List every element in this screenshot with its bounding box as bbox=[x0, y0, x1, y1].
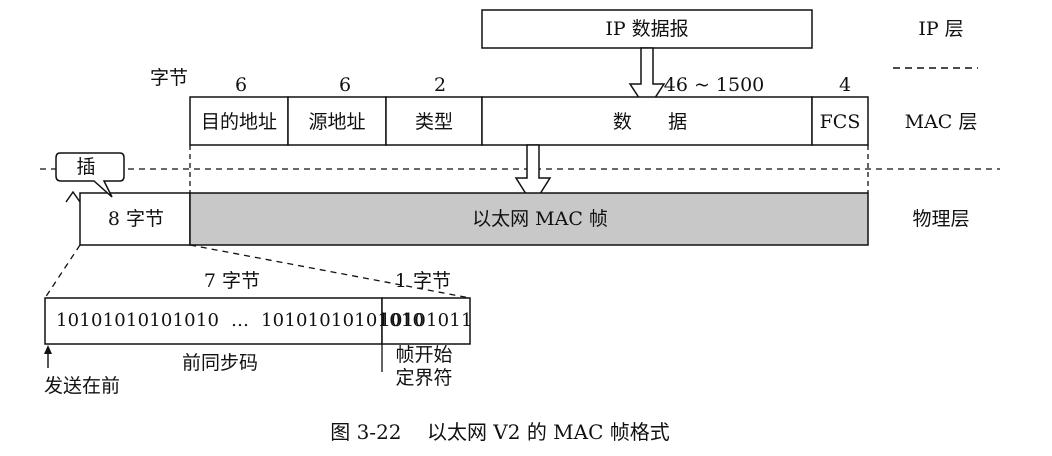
field-src-address bbox=[287, 96, 387, 146]
send-first-arrow-icon bbox=[44, 345, 52, 354]
mac-layer-label: MAC 层 bbox=[904, 111, 978, 133]
byte-unit-label: 字节 bbox=[149, 67, 189, 89]
sfd-caption: 帧开始 定界符 bbox=[395, 344, 452, 390]
field-type-name: 类型 bbox=[414, 111, 454, 133]
insert-callout-bubble bbox=[55, 152, 125, 198]
sfd-caption-line2: 定界符 bbox=[395, 367, 453, 389]
ethernet-frame-box bbox=[189, 192, 869, 246]
physical-layer-label: 物理层 bbox=[912, 208, 970, 230]
field-fcs-bytes: 4 bbox=[838, 74, 852, 96]
insert-caret-icon bbox=[65, 190, 81, 203]
sync-bytes-label: 7 字节 bbox=[203, 270, 261, 292]
insert-callout-label: 插 bbox=[76, 156, 96, 178]
sfd-caption-line1: 帧开始 bbox=[395, 344, 453, 366]
preamble-box bbox=[79, 192, 191, 246]
ip-datagram-box bbox=[481, 9, 813, 49]
sfd-bits-box bbox=[381, 297, 471, 345]
ethernet-frame-label: 以太网 MAC 帧 bbox=[472, 208, 608, 230]
sync-bits-box bbox=[44, 297, 383, 345]
field-fcs bbox=[811, 96, 869, 146]
field-type bbox=[385, 96, 483, 146]
ip-layer-label: IP 层 bbox=[918, 18, 964, 40]
field-src-name: 源地址 bbox=[308, 111, 366, 133]
sfd-bytes-label: 1 字节 bbox=[394, 270, 452, 292]
field-data-name: 数 据 bbox=[612, 111, 688, 133]
field-dest-name: 目的地址 bbox=[200, 111, 278, 133]
field-data bbox=[481, 96, 813, 146]
sync-bits-value: 10101010101010 … 10101010101010 bbox=[56, 310, 425, 331]
sfd-bits-value: 10101011 bbox=[379, 310, 473, 331]
mac-to-physical-arrow bbox=[514, 144, 552, 207]
figure-caption: 图 3-22 以太网 V2 的 MAC 帧格式 bbox=[330, 420, 670, 444]
sync-caption: 前同步码 bbox=[181, 352, 259, 374]
field-src-bytes: 6 bbox=[338, 74, 352, 96]
field-type-bytes: 2 bbox=[433, 74, 447, 96]
expand-left-line bbox=[44, 244, 81, 299]
field-data-bytes: 46 ~ 1500 bbox=[663, 74, 765, 96]
field-dest-address bbox=[189, 96, 289, 146]
send-first-label: 发送在前 bbox=[43, 375, 121, 397]
expand-right-line bbox=[189, 244, 471, 299]
field-fcs-name: FCS bbox=[819, 111, 861, 133]
ip-datagram-label: IP 数据报 bbox=[605, 18, 689, 40]
mac-frame bbox=[189, 96, 869, 146]
field-dest-bytes: 6 bbox=[234, 74, 248, 96]
preamble-bytes-label: 8 字节 bbox=[107, 208, 165, 230]
